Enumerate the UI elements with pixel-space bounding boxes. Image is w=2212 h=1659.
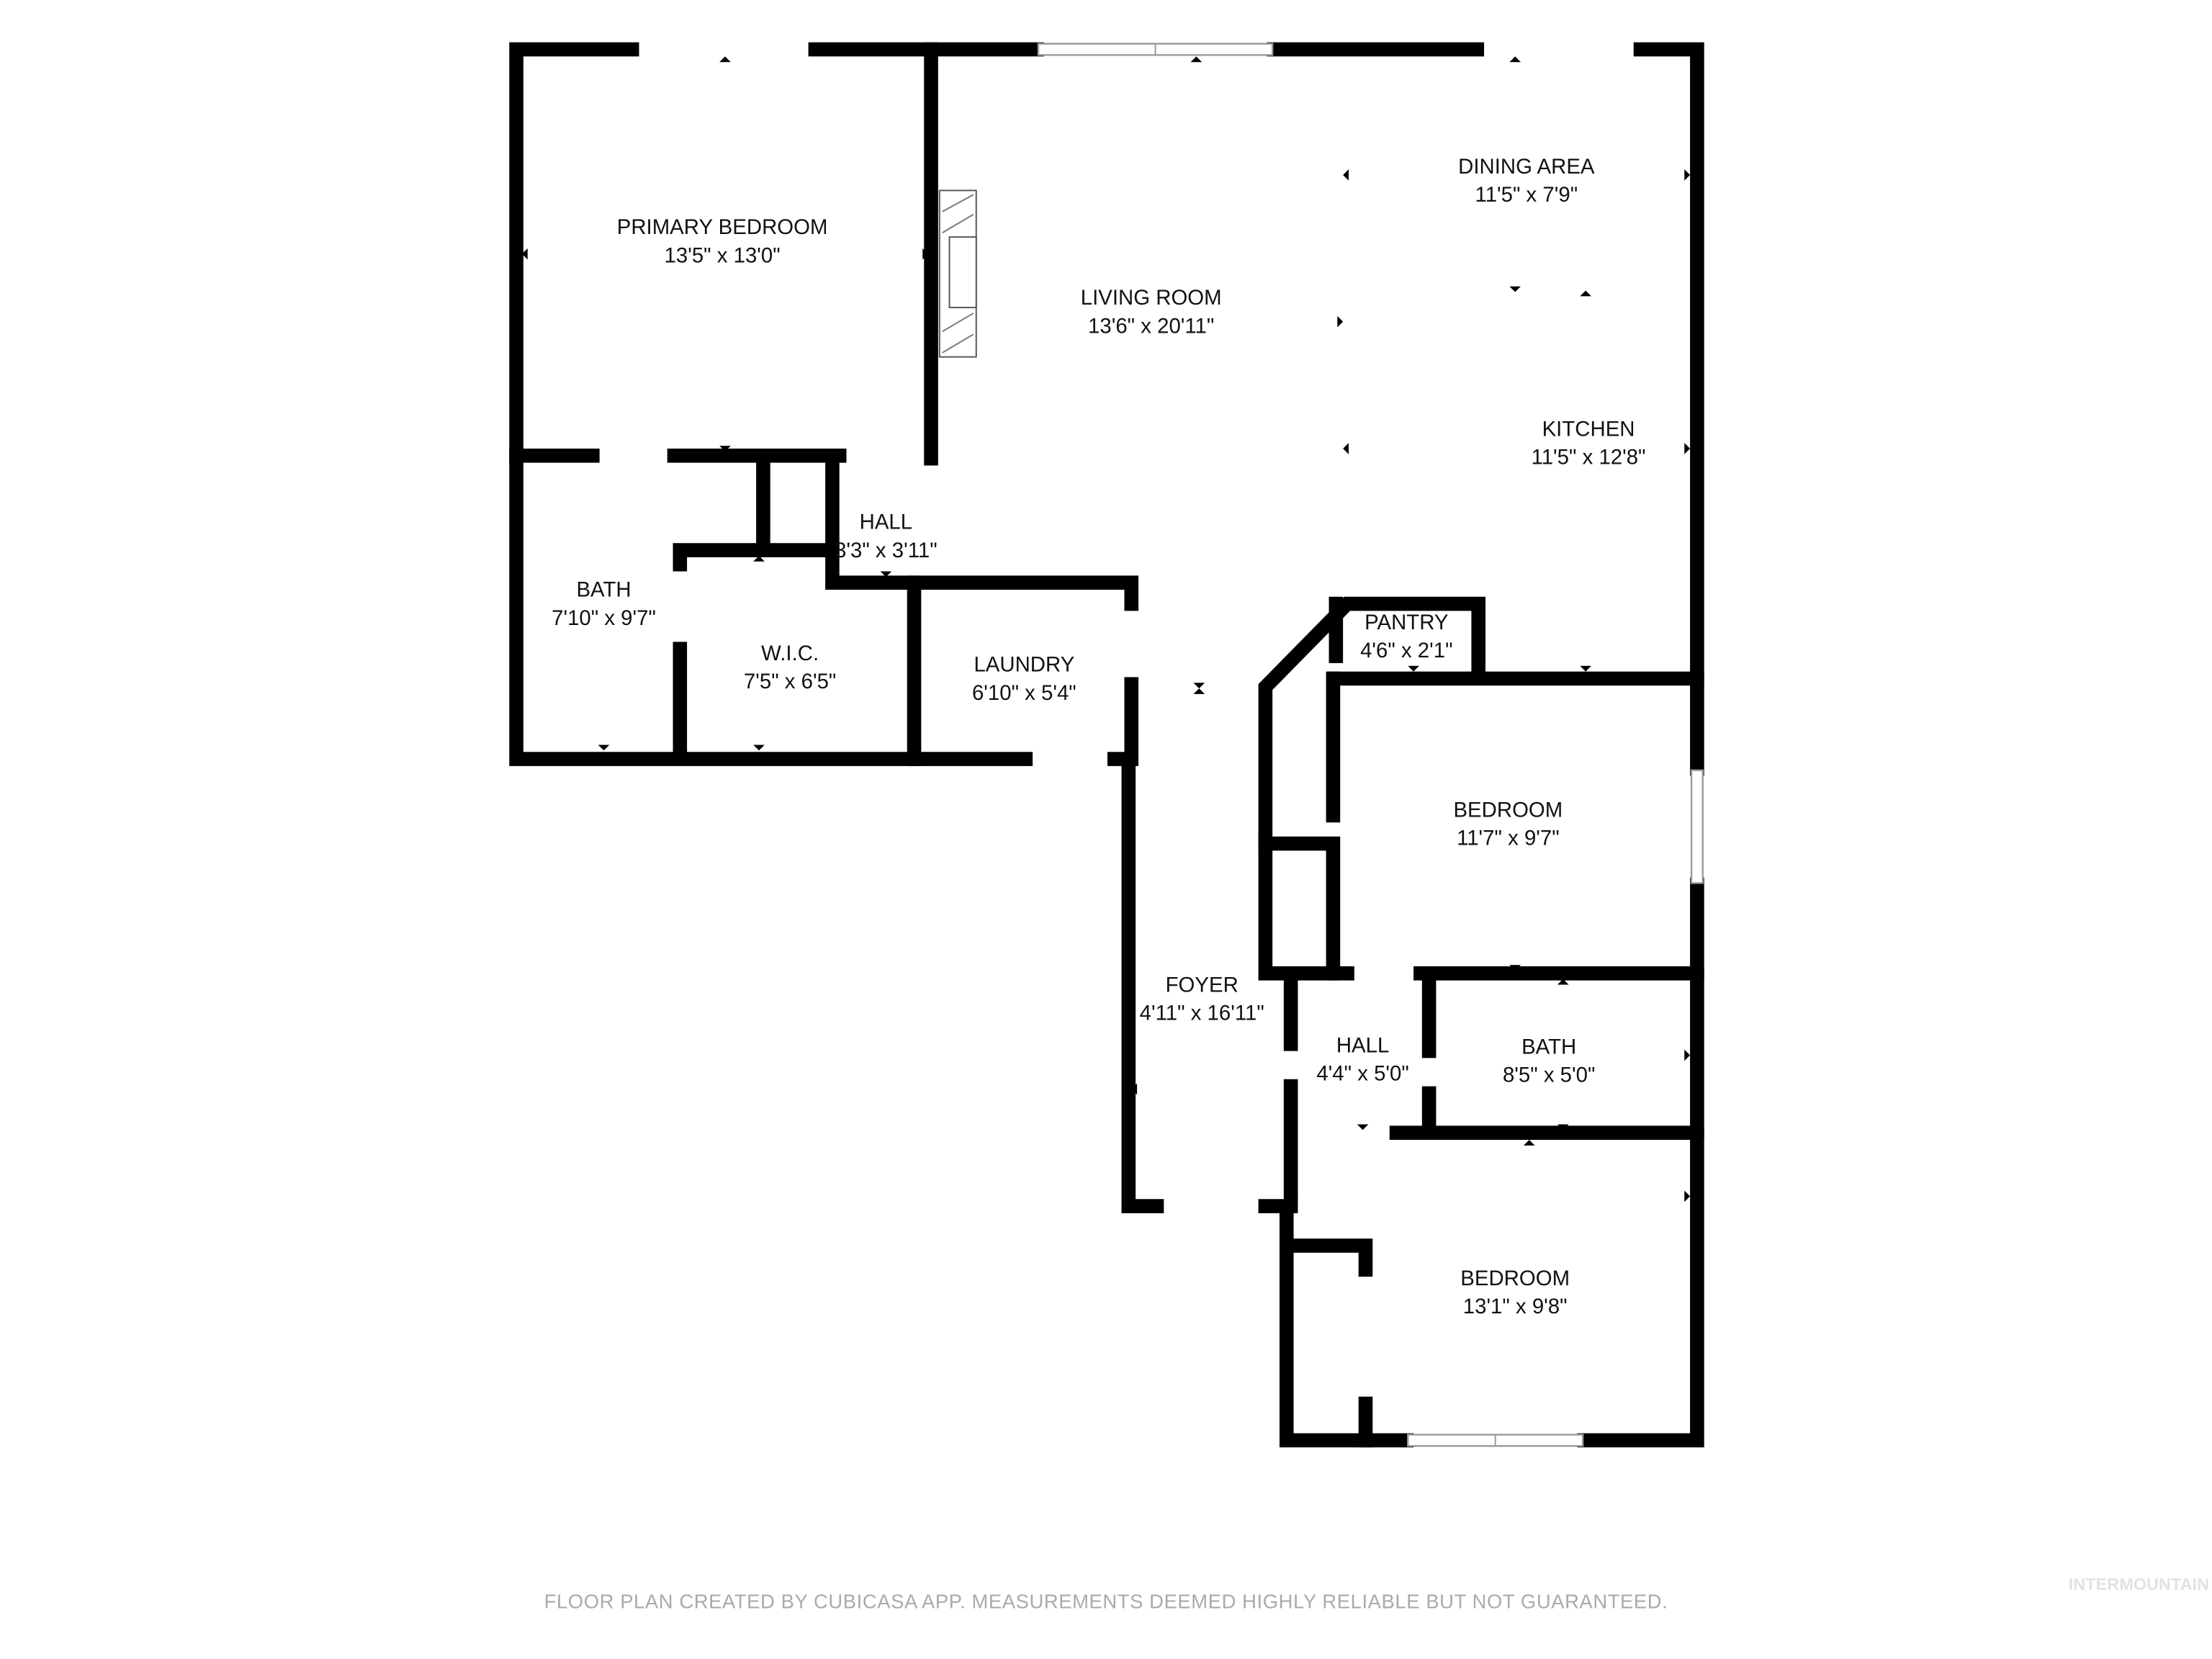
room-size: 6'10" x 5'4" — [972, 681, 1076, 705]
room-name: PRIMARY BEDROOM — [617, 215, 828, 239]
room-name: FOYER — [1166, 973, 1238, 997]
room-labels: PRIMARY BEDROOM 13'5" x 13'0" LIVING ROO… — [552, 155, 1645, 1318]
room-size: 3'3" x 3'11" — [835, 539, 938, 562]
watermark: INTERMOUNTAIN — [2069, 1575, 2209, 1593]
room-name: KITCHEN — [1542, 417, 1635, 441]
room-name: HALL — [860, 511, 912, 534]
room-name: BEDROOM — [1453, 798, 1563, 822]
room-name: PANTRY — [1364, 611, 1448, 634]
room-size: 11'5" x 12'8" — [1532, 446, 1646, 469]
room-name: DINING AREA — [1458, 155, 1595, 179]
room-size: 11'7" x 9'7" — [1457, 827, 1560, 850]
room-name: BATH — [1521, 1035, 1576, 1059]
footer-disclaimer: FLOOR PLAN CREATED BY CUBICASA APP. MEAS… — [544, 1590, 1668, 1612]
room-size: 11'5" x 7'9" — [1475, 183, 1578, 207]
room-size: 8'5" x 5'0" — [1503, 1064, 1595, 1087]
room-name: LIVING ROOM — [1081, 286, 1222, 310]
windows — [1037, 42, 1704, 1447]
room-name: LAUNDRY — [974, 653, 1074, 677]
room-size: 4'4" x 5'0" — [1316, 1062, 1408, 1086]
room-name: BEDROOM — [1460, 1267, 1570, 1290]
room-size: 7'10" x 9'7" — [552, 606, 656, 630]
walls — [509, 42, 1704, 1448]
room-name: W.I.C. — [761, 642, 819, 665]
room-size: 13'6" x 20'11" — [1088, 314, 1214, 338]
room-name: BATH — [576, 578, 631, 602]
room-size: 13'5" x 13'0" — [665, 243, 781, 267]
room-name: HALL — [1336, 1034, 1389, 1058]
room-size: 4'11" x 16'11" — [1140, 1001, 1264, 1025]
room-size: 7'5" x 6'5" — [744, 670, 836, 693]
fireplace — [938, 189, 977, 358]
room-size: 13'1" x 9'8" — [1463, 1295, 1568, 1318]
room-size: 4'6" x 2'1" — [1360, 639, 1452, 662]
